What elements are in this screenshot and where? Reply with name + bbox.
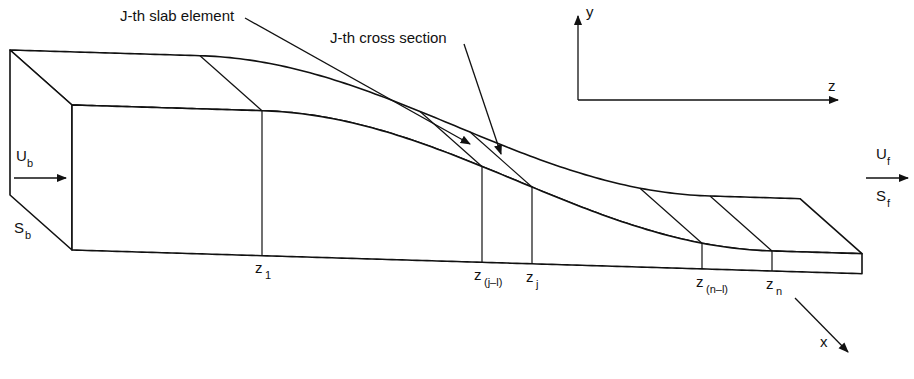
- subscript: (n–l): [706, 284, 728, 295]
- z-axis: [578, 99, 838, 100]
- position-label: z: [526, 269, 534, 284]
- section-line: [200, 56, 262, 111]
- end-face: [10, 50, 72, 250]
- section-line: [261, 111, 262, 256]
- section-line: [481, 166, 482, 262]
- section-line: [640, 188, 702, 243]
- front-face: [72, 105, 862, 274]
- symbol-label: U: [876, 146, 887, 161]
- subscript: b: [27, 158, 33, 169]
- exit-velocity-arrow: [866, 177, 908, 178]
- symbol-label: S: [14, 220, 24, 235]
- section-line: [771, 251, 772, 271]
- subscript: f: [887, 156, 890, 167]
- leader-line: [245, 18, 470, 144]
- section-line: [470, 132, 532, 187]
- entry-velocity-arrow: [14, 177, 66, 178]
- position-label: z: [255, 260, 263, 275]
- subscript: 1: [265, 270, 271, 281]
- axis-label: y: [586, 4, 594, 19]
- section-line: [701, 243, 702, 269]
- symbol-label: U: [16, 148, 27, 163]
- section-line: [420, 111, 482, 166]
- callout-label: J-th slab element: [120, 8, 234, 23]
- section-line: [710, 196, 772, 251]
- subscript: (j–l): [484, 277, 502, 288]
- position-label: z: [766, 276, 774, 291]
- subscript: j: [536, 279, 538, 290]
- x-axis: [795, 298, 848, 352]
- subscript: f: [887, 198, 890, 209]
- subscript: b: [25, 230, 31, 241]
- position-label: z: [696, 274, 704, 289]
- subscript: n: [776, 286, 782, 297]
- axis-label: z: [828, 78, 836, 93]
- callout-label: J-th cross section: [330, 30, 447, 45]
- symbol-label: S: [876, 188, 886, 203]
- leader-line: [464, 44, 501, 154]
- y-axis: [577, 16, 578, 100]
- position-label: z: [474, 267, 482, 282]
- section-line: [531, 187, 532, 264]
- axis-label: x: [820, 334, 828, 349]
